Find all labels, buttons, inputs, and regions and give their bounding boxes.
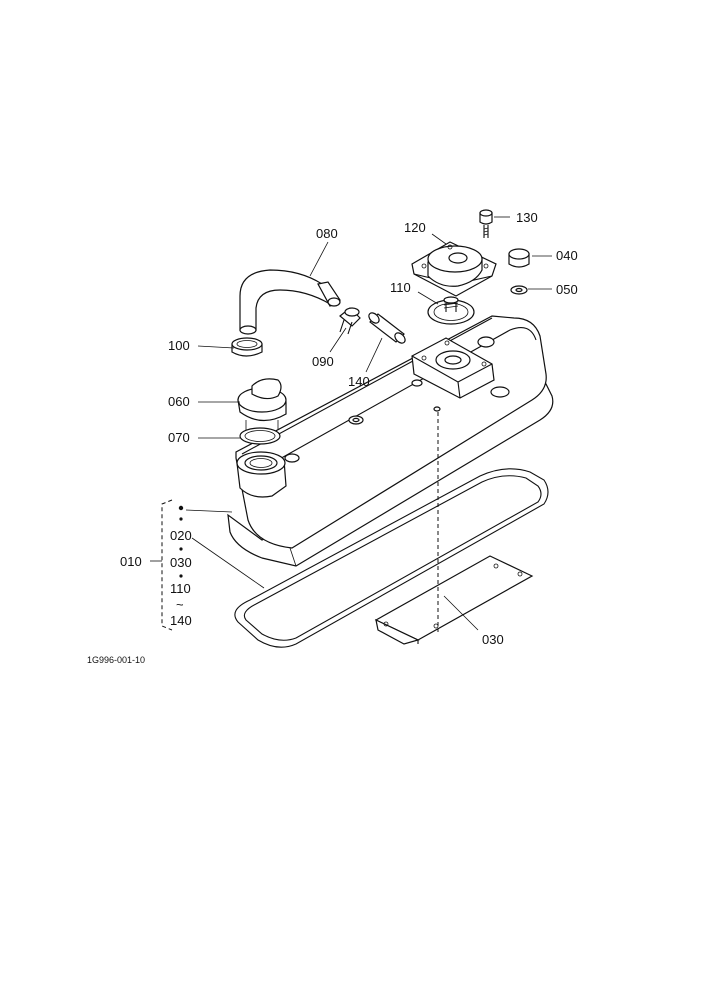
cap-040 [508,248,530,268]
oil-filler-cap-060 [237,378,287,430]
o-ring-070 [239,427,281,445]
label-100: 100 [168,338,190,353]
label-110-group: 110 [170,581,191,596]
breather-valve-110 [427,296,475,325]
label-060: 060 [168,394,190,409]
label-140-group: 140 [170,613,192,628]
breather-hose-080 [239,269,341,335]
label-tilde: ~ [176,597,184,612]
breather-cover-120 [411,241,497,297]
screw-130 [479,209,493,238]
pipe-140 [368,312,406,344]
oil-filler-neck [236,451,300,498]
label-050: 050 [556,282,578,297]
label-090: 090 [312,354,334,369]
label-030-group: 030 [170,555,192,570]
group-dots [178,505,184,578]
label-110: 110 [390,280,411,295]
plate-030 [374,555,534,645]
clamp-090 [339,307,361,335]
gasket-020 [234,468,549,648]
figure-reference: 1G996-001-10 [87,655,145,665]
label-130: 130 [516,210,538,225]
hose-clamp-100 [231,337,263,357]
label-020: 020 [170,528,192,543]
leader-lines [150,216,552,631]
label-140: 140 [348,374,370,389]
label-080: 080 [316,226,338,241]
label-070: 070 [168,430,190,445]
breather-seat [411,337,495,399]
washer-050 [510,285,528,295]
label-040: 040 [556,248,578,263]
label-120: 120 [404,220,426,235]
label-010: 010 [120,554,142,569]
label-030: 030 [482,632,504,647]
